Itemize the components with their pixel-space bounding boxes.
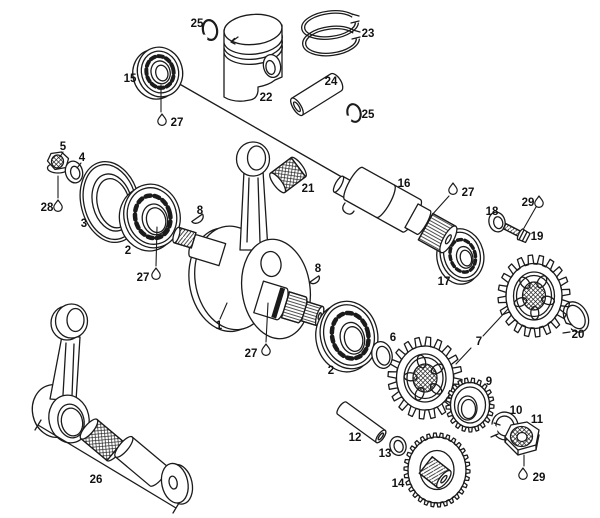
label-18: 18: [486, 206, 499, 218]
label-15: 15: [124, 73, 137, 85]
label-8-b: 8: [315, 263, 322, 275]
label-2-b: 2: [328, 365, 334, 377]
part-5-nut: [46, 151, 70, 174]
label-14: 14: [392, 478, 405, 490]
part-26-connecting-rod-kit: [31, 303, 194, 514]
kick-shaft-clip: [342, 202, 355, 215]
gear-spline-bore: [412, 363, 438, 393]
label-17: 17: [438, 276, 451, 288]
label-5: 5: [60, 141, 67, 153]
label-10: 10: [510, 405, 523, 417]
label-16: 16: [398, 178, 411, 190]
label-4: 4: [79, 152, 86, 164]
part-24-piston-pin: [290, 72, 344, 117]
label-2-a: 2: [125, 245, 131, 257]
thrust-disc: [160, 462, 194, 505]
label-25-left: 25: [191, 18, 204, 30]
label-3: 3: [81, 218, 87, 230]
label-27-a: 27: [171, 117, 184, 129]
label-27-b: 27: [137, 272, 150, 284]
crank-web-hole: [260, 250, 282, 278]
part-25-circlip-right: [344, 103, 362, 123]
connecting-rod-shank: [239, 170, 269, 251]
piston-direction-arrow: [230, 36, 239, 45]
leader-lines: [57, 84, 537, 467]
part-2-bearing-left: [118, 183, 181, 252]
part-9-gear: [445, 377, 495, 433]
part-23-piston-rings: [301, 10, 363, 57]
part-25-circlip-left: [200, 19, 219, 42]
part-14-kick-gear: [403, 432, 471, 508]
part-11-nut: [504, 421, 540, 456]
part-19-bolt: [502, 223, 531, 244]
label-24: 24: [325, 76, 338, 88]
part-18-washer: [488, 211, 506, 233]
part-16-kick-shaft: [332, 166, 458, 254]
needle-cage: [79, 418, 125, 462]
label-26: 26: [90, 474, 103, 486]
label-12: 12: [349, 432, 362, 444]
part-13-washer: [389, 435, 407, 457]
part-7-gear-lower: [387, 336, 463, 420]
label-11: 11: [531, 414, 544, 426]
label-1: 1: [216, 320, 223, 332]
gear-spline-bore: [521, 281, 547, 311]
label-19: 19: [531, 231, 544, 243]
label-23: 23: [362, 28, 375, 40]
label-13: 13: [379, 448, 392, 460]
label-6: 6: [390, 332, 396, 344]
label-21: 21: [302, 183, 315, 195]
leader-15-to-kickshaft: [175, 81, 348, 181]
label-28: 28: [41, 202, 54, 214]
part-15-bearing: [132, 46, 184, 100]
part-8-key-left: [191, 213, 204, 224]
label-29-a: 29: [522, 197, 535, 209]
dimension-line: [34, 419, 180, 514]
label-29-b: 29: [533, 472, 546, 484]
part-8-key-right: [309, 275, 321, 285]
part-20-snap-ring: [561, 301, 590, 334]
part-6-washer: [371, 341, 393, 369]
label-9: 9: [486, 376, 492, 388]
part-2-bearing-right: [315, 300, 379, 373]
part-21-needle-bearing: [269, 156, 307, 194]
part-number-labels: 25 23 15 24 22 25 27 5 4 16 27 21 18 29 …: [41, 18, 585, 490]
label-25-right: 25: [362, 109, 375, 121]
part-7-gear-upper: [497, 254, 571, 338]
part-12-pin: [336, 401, 387, 444]
part-22-piston: [223, 13, 283, 102]
label-7: 7: [476, 336, 482, 348]
label-27-c: 27: [245, 348, 258, 360]
label-20: 20: [572, 329, 585, 341]
label-8-a: 8: [197, 205, 204, 217]
label-27-d: 27: [462, 187, 475, 199]
label-22: 22: [260, 92, 273, 104]
